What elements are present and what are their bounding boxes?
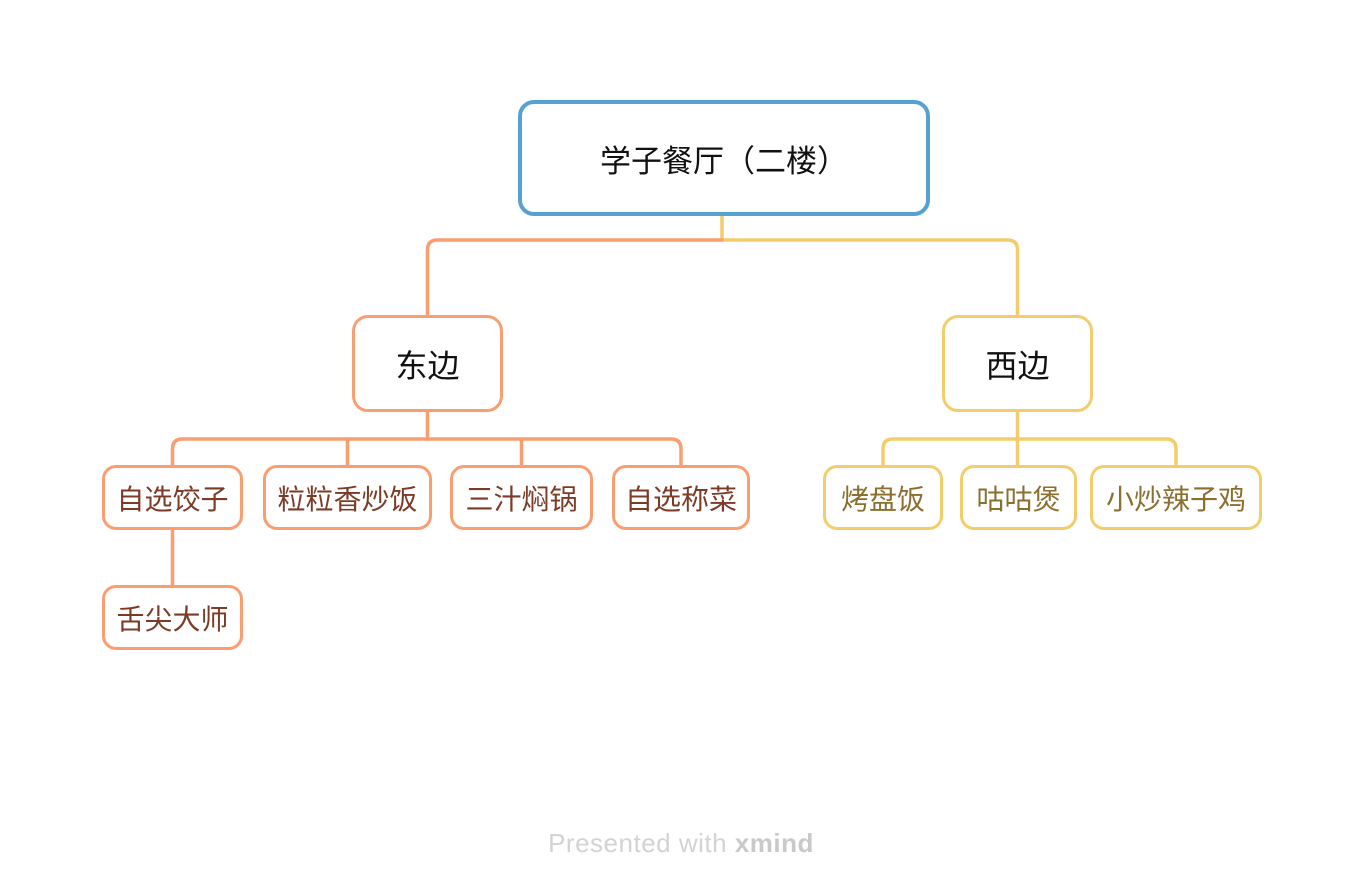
branch-topic-east[interactable]: 东边 (352, 315, 503, 412)
watermark-prefix-text: Presented with (548, 828, 728, 858)
xmind-watermark: Presented with xmind (0, 828, 1362, 859)
subtopic-tongue-tip-master[interactable]: 舌尖大师 (102, 585, 243, 650)
connector-west-rail (881, 437, 1178, 467)
subtopic-fragrant-fried-rice[interactable]: 粒粒香炒饭 (263, 465, 432, 530)
connector-root-to-east (425, 238, 724, 317)
xmind-logo-text: xmind (734, 828, 814, 858)
root-topic[interactable]: 学子餐厅（二楼） (518, 100, 930, 216)
branch-topic-west[interactable]: 西边 (942, 315, 1093, 412)
connector-root-to-west (720, 214, 1020, 317)
subtopic-gugu-pot[interactable]: 咕咕煲 (960, 465, 1077, 530)
subtopic-self-select-dumplings[interactable]: 自选饺子 (102, 465, 243, 530)
subtopic-baking-pan-rice[interactable]: 烤盘饭 (823, 465, 943, 530)
subtopic-stir-fried-spicy-chicken[interactable]: 小炒辣子鸡 (1090, 465, 1262, 530)
subtopic-three-sauce-stew-pot[interactable]: 三汁焖锅 (450, 465, 593, 530)
subtopic-self-select-weighed-dishes[interactable]: 自选称菜 (612, 465, 750, 530)
connector-east-rail (170, 437, 683, 467)
